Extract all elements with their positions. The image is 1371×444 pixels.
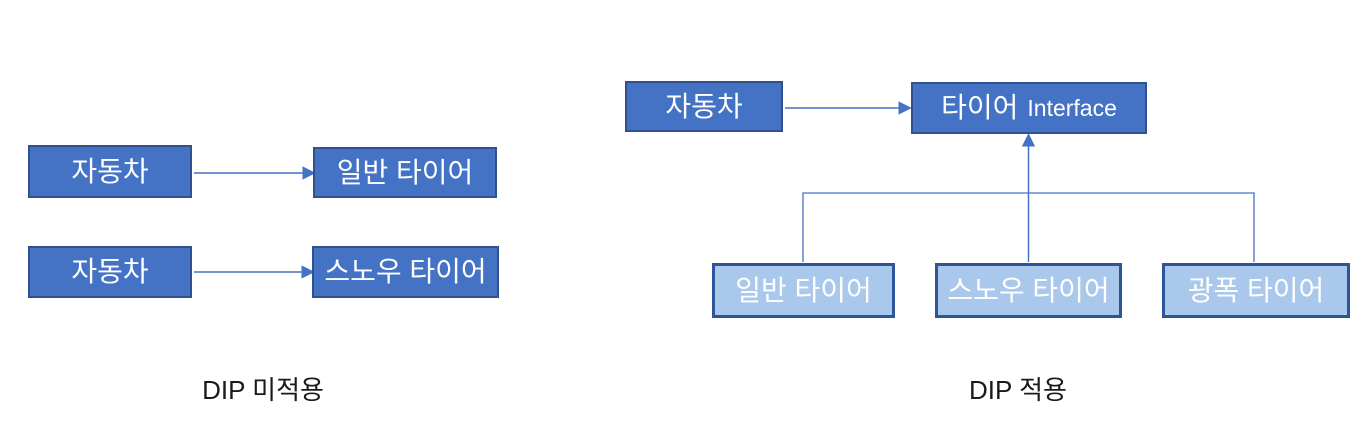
left-normal-tire-box: 일반 타이어 (313, 147, 497, 198)
right-car-label: 자동차 (665, 90, 743, 122)
right-wide-tire-box: 광폭 타이어 (1162, 263, 1350, 318)
right-normal-tire-label: 일반 타이어 (735, 274, 872, 306)
left-car-box-2-label: 자동차 (71, 256, 149, 287)
right-car-box: 자동차 (625, 81, 783, 132)
left-snow-tire-box: 스노우 타이어 (312, 246, 499, 298)
tire-interface-label-en: Interface (1027, 94, 1117, 121)
left-diagram-caption: DIP 미적용 (202, 375, 324, 405)
right-diagram-caption: DIP 적용 (969, 375, 1067, 405)
tire-interface-box: 타이어 Interface (911, 82, 1147, 134)
elbow-connector-implementations (802, 192, 1255, 262)
right-wide-tire-label: 광폭 타이어 (1187, 274, 1325, 306)
left-normal-tire-label: 일반 타이어 (336, 156, 474, 188)
tire-interface-label-ko: 타이어 (941, 92, 1019, 123)
left-car-box-1: 자동차 (28, 145, 192, 198)
left-car-box-2: 자동차 (28, 246, 192, 298)
left-snow-tire-label: 스노우 타이어 (324, 256, 487, 287)
right-normal-tire-box: 일반 타이어 (712, 263, 895, 318)
left-car-box-1-label: 자동차 (71, 155, 149, 187)
right-snow-tire-label: 스노우 타이어 (947, 274, 1110, 306)
right-snow-tire-box: 스노우 타이어 (935, 263, 1122, 318)
